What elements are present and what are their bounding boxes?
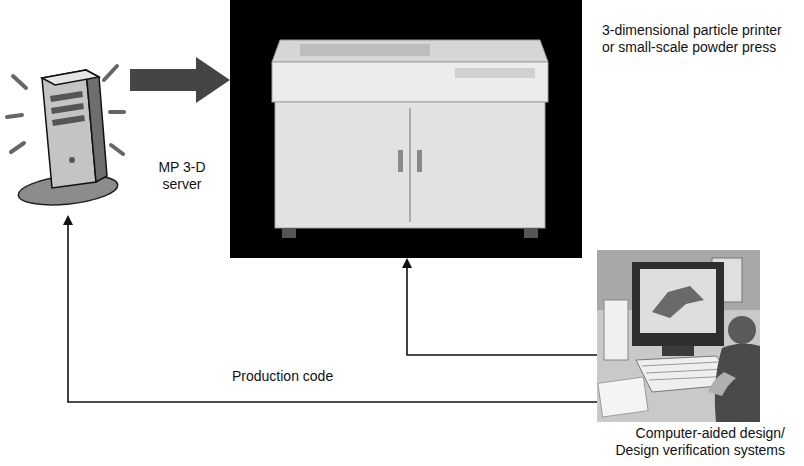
printer-node: 3-dimensional particle printer or small-… <box>230 0 582 258</box>
workstation-node: Computer-aided design/ Design verificati… <box>597 250 760 422</box>
node-label: MP 3-D server <box>150 159 214 193</box>
server-node: MP 3-D server <box>10 55 130 215</box>
arrow-connector <box>68 225 597 402</box>
arrow-connector <box>407 268 597 355</box>
node-label: Computer-aided design/ Design verificati… <box>603 425 785 459</box>
printer-photo <box>230 0 582 258</box>
server-icon <box>7 66 124 209</box>
edge-label: Production code <box>230 368 335 385</box>
workstation-photo <box>597 250 760 422</box>
node-label: 3-dimensional particle printer or small-… <box>602 22 796 56</box>
big-arrow <box>130 69 196 91</box>
